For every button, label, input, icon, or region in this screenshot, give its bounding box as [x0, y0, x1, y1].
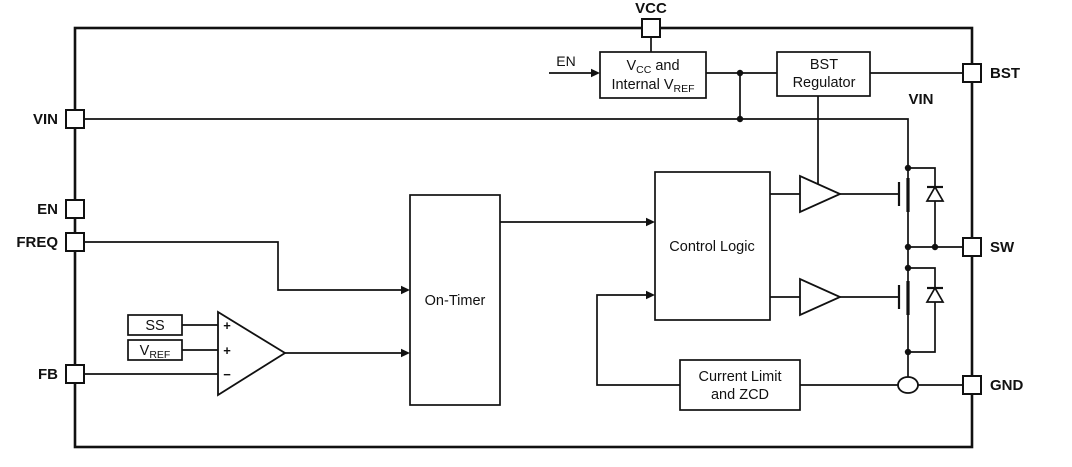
vcc-vref-label-line2: Internal VREF [611, 77, 694, 95]
arrowheads [401, 68, 655, 358]
vcc-vref-l2-sub: REF [674, 83, 695, 95]
vcc-vref-l1-main: V [626, 58, 636, 74]
ls-mosfet [897, 281, 910, 315]
pin-sw [962, 237, 982, 257]
block-on-timer [409, 194, 501, 406]
blocks [127, 51, 871, 411]
comparator-plus-mid: + [223, 343, 231, 358]
current-limit-label-line2: and ZCD [711, 387, 769, 403]
wire-freq [84, 241, 401, 291]
pin-gnd [962, 375, 982, 395]
ss-label: SS [145, 318, 164, 334]
wires [84, 37, 963, 386]
junction-dot [736, 69, 744, 77]
pin-vin [65, 109, 85, 129]
en-signal-label: EN [556, 53, 575, 69]
wire-hs-diode-branch [908, 167, 936, 247]
bst-regulator-label-line2: Regulator [793, 75, 856, 91]
block-vref [127, 339, 183, 361]
pin-freq [65, 232, 85, 252]
wire-zcd-to-controllogic [596, 294, 680, 386]
vref-label: VREF [140, 343, 171, 361]
junction-dot [904, 243, 912, 251]
pin-fb-label: FB [38, 366, 58, 383]
current-limit-label-line1: Current Limit [699, 369, 782, 385]
pin-en-label: EN [37, 201, 58, 218]
ls-gate-driver [799, 277, 843, 317]
bst-regulator-label-line1: BST [810, 57, 838, 73]
control-logic-label: Control Logic [669, 239, 754, 255]
pin-vin-label: VIN [33, 111, 58, 128]
arrow-zcd-to-controllogic [646, 290, 655, 300]
pin-vcc [641, 18, 661, 38]
wire-ls-diode-branch [908, 267, 936, 353]
junction-dot [904, 348, 912, 356]
pin-sw-label: SW [990, 239, 1015, 256]
junction-dot [931, 243, 939, 251]
pin-freq-label: FREQ [16, 234, 58, 251]
junction-dot [904, 164, 912, 172]
arrow-ontimer-to-controllogic [646, 217, 655, 227]
pin-squares [65, 18, 982, 395]
junction-dot [904, 264, 912, 272]
pin-en [65, 199, 85, 219]
wire-vin-rail [84, 118, 909, 178]
vcc-vref-l1-rest: and [655, 58, 679, 74]
block-ss [127, 314, 183, 336]
junction-dot [736, 115, 744, 123]
hs-mosfet [897, 178, 910, 212]
hs-diode-triangle [925, 185, 945, 202]
vin-node-label: VIN [908, 91, 933, 108]
current-sense-element [897, 376, 919, 394]
block-vcc-vref [599, 51, 707, 99]
pin-bst [962, 63, 982, 83]
block-control-logic [654, 171, 771, 321]
arrow-freq-to-ontimer [401, 285, 410, 295]
comparator-minus: − [223, 367, 231, 382]
pin-fb [65, 364, 85, 384]
arrow-en-to-vccblock [591, 68, 600, 78]
block-current-limit-zcd [679, 359, 801, 411]
comparator-plus-top: + [223, 318, 231, 333]
ls-body-diode [925, 286, 945, 303]
vref-sub: REF [149, 349, 170, 361]
hs-body-diode [925, 185, 945, 202]
vcc-vref-l1-sub: CC [636, 64, 652, 76]
junction-dots [736, 69, 939, 356]
arrow-comparator-to-ontimer [401, 348, 410, 358]
vcc-vref-l2-main: Internal V [611, 77, 673, 93]
pin-bst-label: BST [990, 65, 1020, 82]
pin-vcc-label: VCC [635, 0, 667, 17]
comparator [217, 310, 287, 397]
on-timer-label: On-Timer [425, 293, 486, 309]
block-bst-regulator [776, 51, 871, 97]
pin-gnd-label: GND [990, 377, 1024, 394]
ls-diode-triangle [925, 286, 945, 303]
hs-gate-driver [799, 174, 843, 214]
vref-main: V [140, 343, 150, 359]
